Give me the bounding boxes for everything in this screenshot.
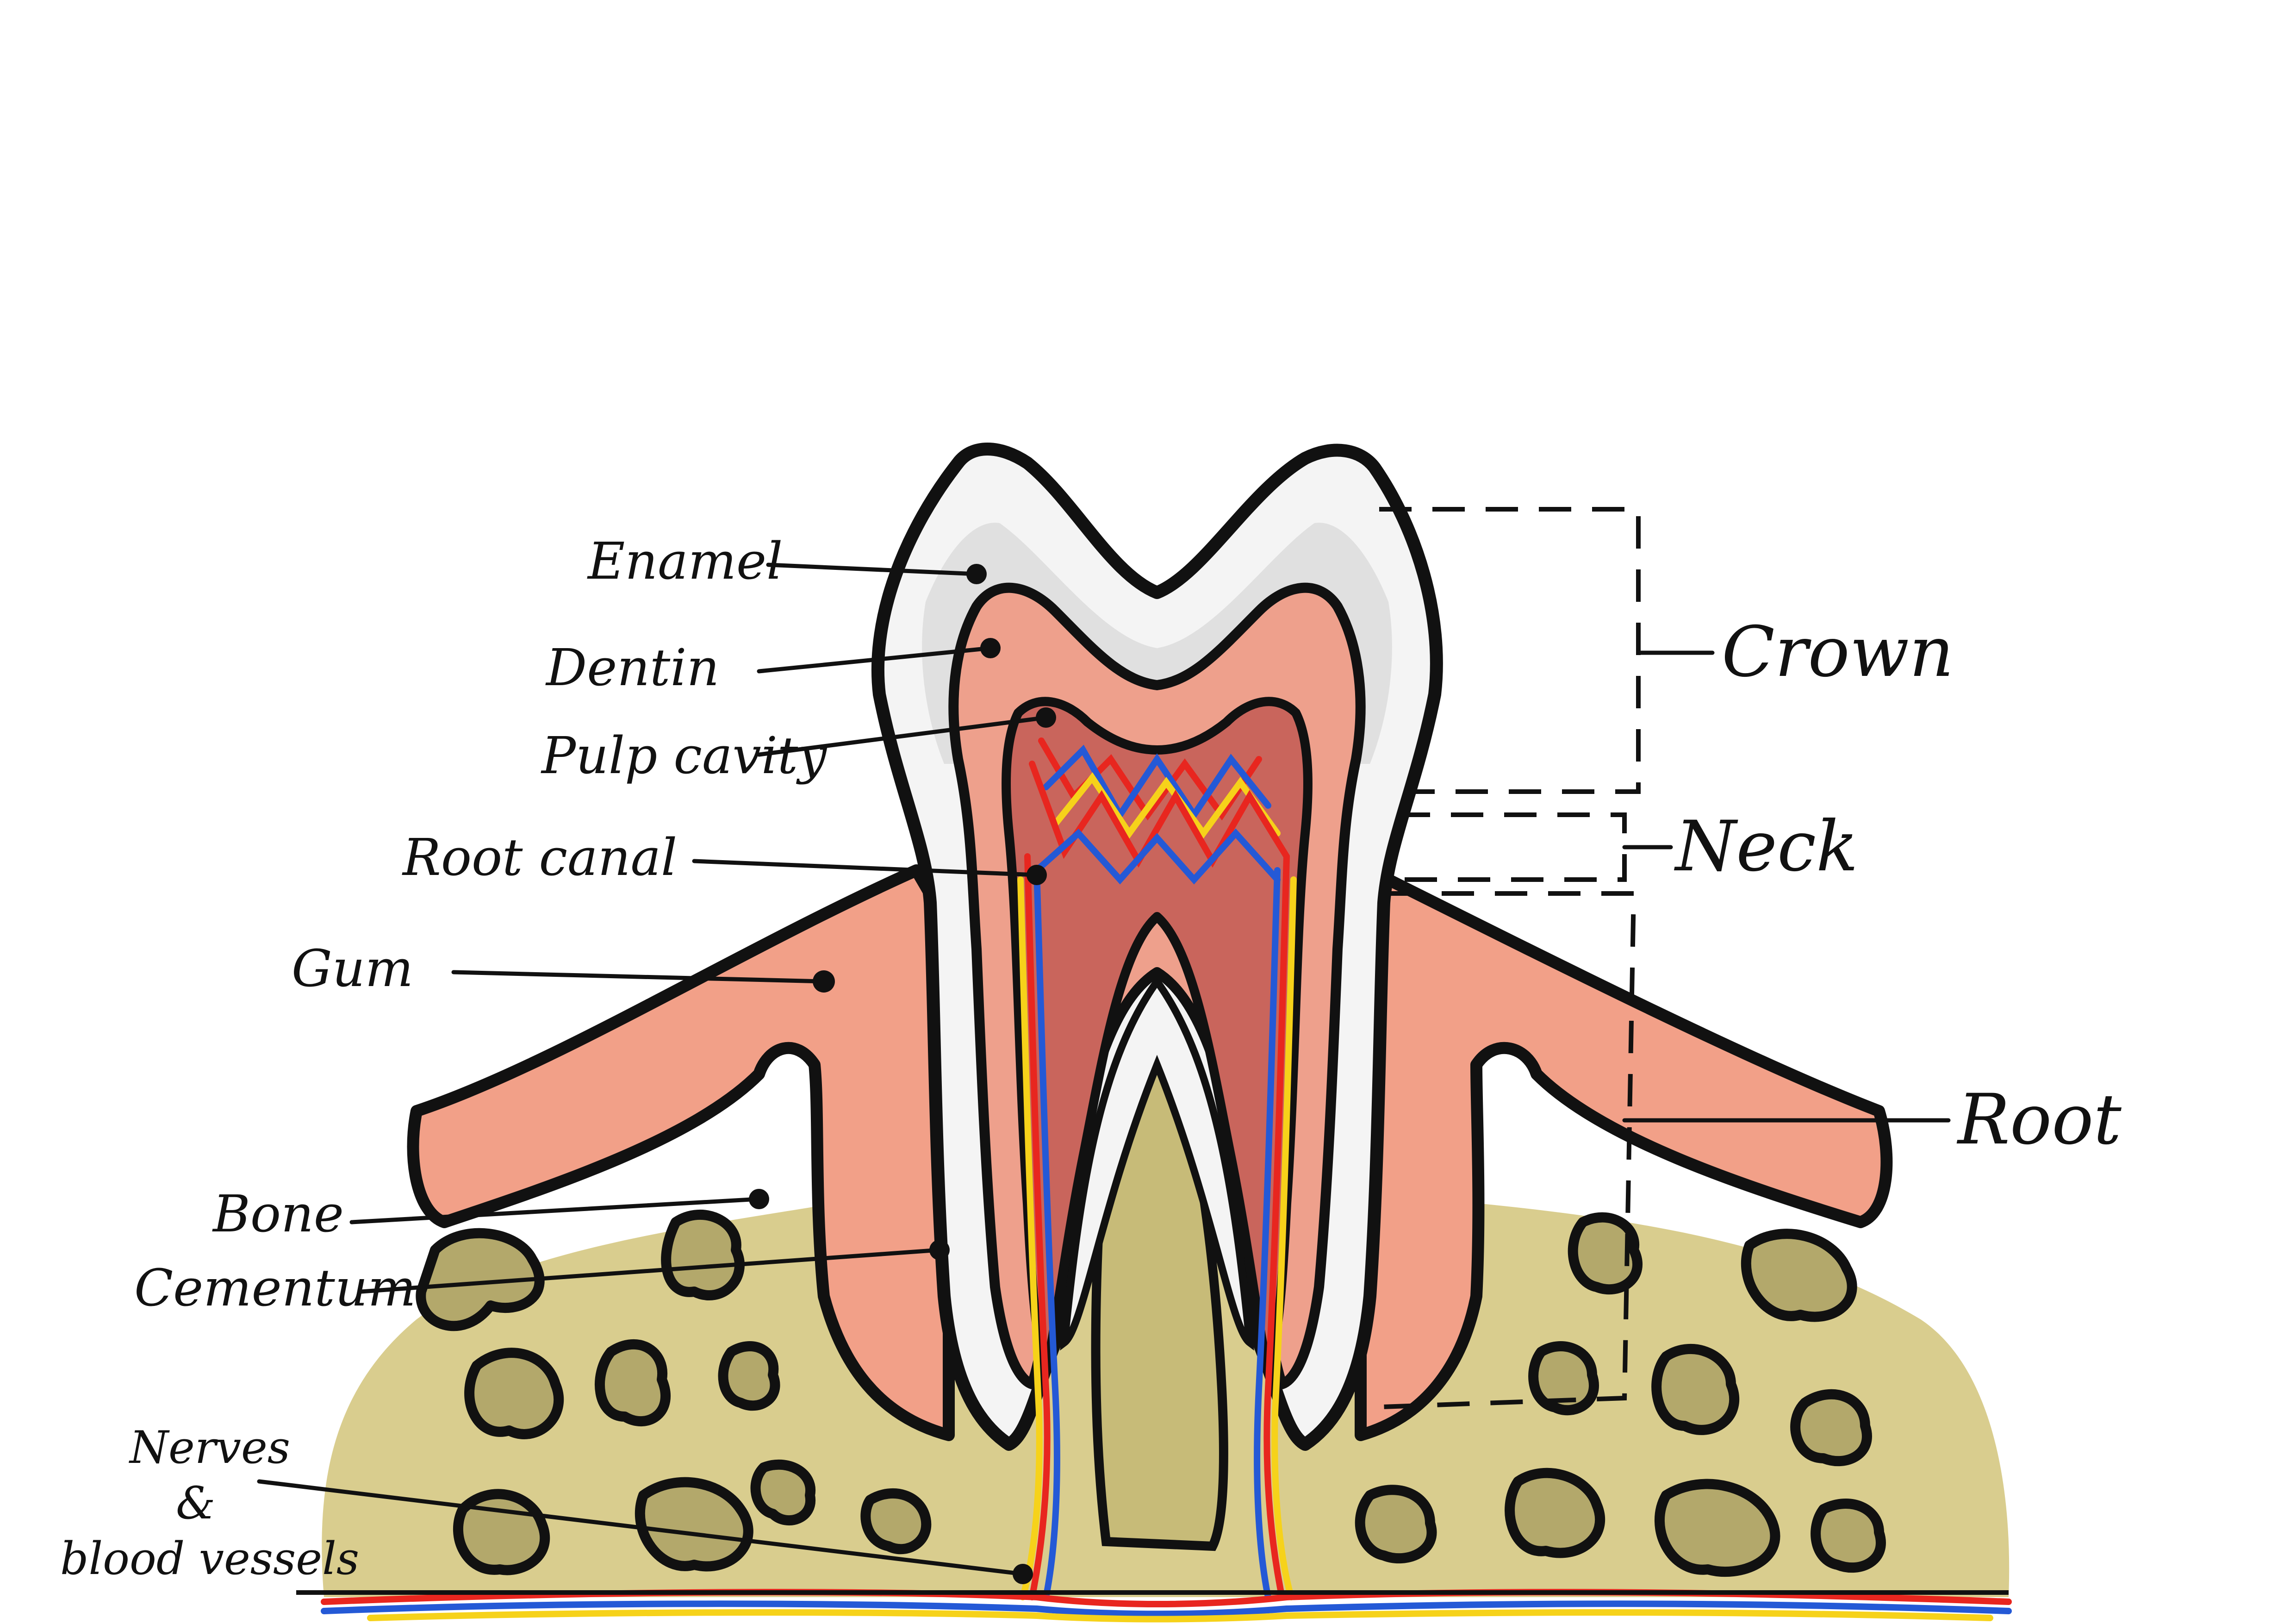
label-gum: Gum [292,939,413,998]
label-enamel: Enamel [587,531,783,591]
left-leaders [257,562,1056,1584]
enamel-leader [766,562,979,576]
labels: Enamel Dentin Pulp cavity Root canal Gum… [60,531,2122,1585]
nerves-leader [257,1479,1025,1576]
label-root: Root [1956,1080,2122,1160]
pulp-cavity-leader [757,715,1048,757]
label-nerves-line2: & [176,1477,215,1529]
label-pulp-cavity: Pulp cavity [541,726,828,785]
dentin-dot [980,638,1001,658]
gum-right [1355,874,1893,1441]
neck-bracket [1388,812,1627,882]
gum-left [407,864,955,1441]
tooth [871,443,1443,1451]
bone-leader [349,1197,761,1224]
label-dentin: Dentin [545,638,719,697]
cementum-leader [359,1248,942,1294]
pulp-cavity-dot [1036,707,1056,728]
crown-bracket [1379,507,1641,794]
label-crown: Crown [1722,612,1954,693]
gum-leader [451,970,826,984]
label-neck: Neck [1674,806,1858,887]
inner-root-layer [1060,975,1254,1351]
cementum-dot [929,1240,950,1260]
root-canal-dot [1027,865,1047,885]
label-nerves-line3: blood vessels [60,1533,359,1585]
root-canal-leader [692,859,1039,877]
nerves-dot [1013,1564,1033,1584]
bone-dot [749,1189,769,1209]
gum-region [407,864,1893,1441]
dentin-leader [757,646,993,674]
root-bracket [1369,891,1636,1410]
label-root-canal: Root canal [402,828,677,887]
bone-trabeculae [416,1209,1886,1577]
label-bone: Bone [212,1184,344,1243]
gum-dot [813,970,835,993]
label-cementum: Cementum [134,1258,416,1318]
enamel-dot [966,564,987,584]
right-brackets [1369,507,1951,1410]
label-nerves-line1: Nerves [129,1422,290,1474]
